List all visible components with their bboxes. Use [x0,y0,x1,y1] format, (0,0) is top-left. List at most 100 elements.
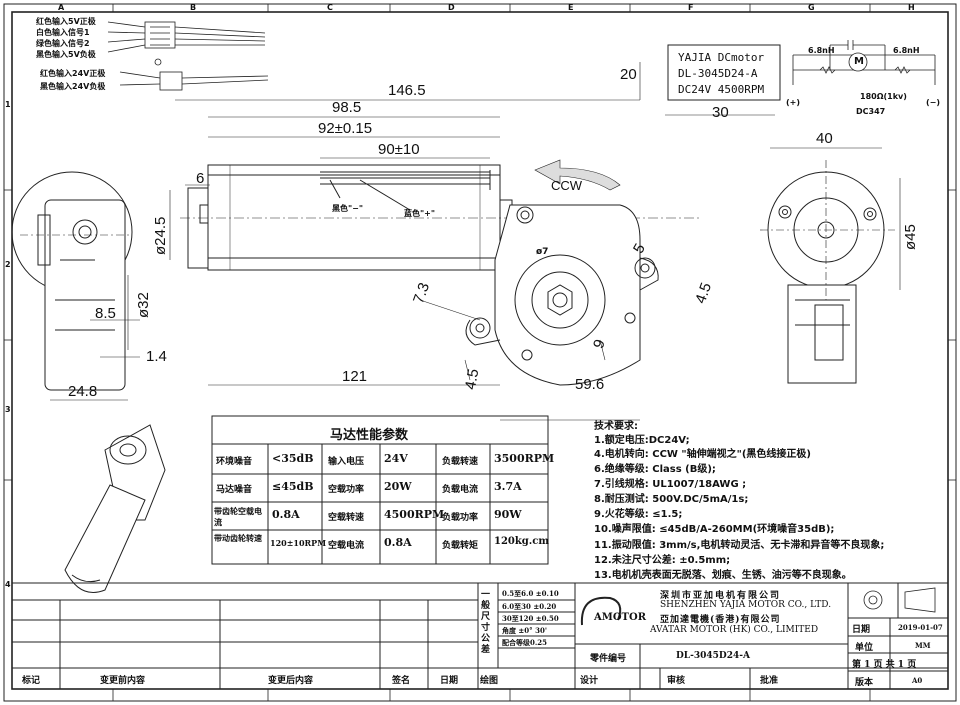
motor-symbol: M [854,56,864,67]
param-cell: 负载转矩 [442,541,479,551]
check-label: 审核 [667,676,686,686]
param-cell: 120kg.cm [494,536,549,547]
dim-label: 98.5 [332,99,362,116]
part-no-value: DL-3045D24-A [676,651,750,661]
wire-label: 绿色输入信号2 [36,39,90,48]
model-line: DL-3045D24-A [678,67,758,80]
tech-item: 13.电机机壳表面无脱落、划痕、生锈、油污等不良现象。 [594,570,852,581]
param-cell: 0.8A [384,536,412,549]
gearbox-view [465,159,659,386]
company-en: AVATAR MOTOR (HK) CO., LIMITED [650,625,819,635]
tech-item: 6.绝缘等级: Class (B级); [594,464,716,475]
tolerance-row: 0.5至6.0 ±0.10 [502,589,559,598]
right-end-view [760,160,895,384]
dim-label: ø7 [536,247,549,257]
circuit-label: (+) [786,98,801,107]
circuit-label: (−) [926,98,941,107]
col-letter: E [568,3,574,12]
dim-label: 8.5 [95,305,116,322]
param-cell: 空载功率 [328,485,365,495]
left-end-view [11,171,133,391]
param-cell: 环境噪音 [216,457,253,467]
param-cell: 马达噪音 [216,485,253,495]
company-cn: 亞加達電機(香港)有限公司 [660,615,781,625]
tech-item: 4.电机转向: CCW "轴伸端视之"(黑色线接正极) [594,449,811,460]
tech-item: 9.火花等级: ≤1.5; [594,509,683,520]
wire-label: 黑色输入24V负极 [40,82,106,91]
version-value: A0 [912,676,923,685]
dim-label: 6 [196,170,205,187]
rev-date-header: 日期 [440,676,459,686]
param-table-title: 马达性能参数 [330,428,409,443]
sheet-count: 第 1 页 共 1 页 [852,660,917,670]
model-line: DC24V 4500RPM [678,83,765,96]
param-cell: 24V [384,452,408,465]
tolerance-row: 角度 ±0° 30' [502,626,547,635]
circuit-label: 180Ω(1kv) [860,92,907,101]
rev-after-header: 变更后内容 [268,676,314,686]
tech-title: 技术要求: [594,421,638,432]
dim-label: 40 [816,130,833,147]
tolerance-row: 30至120 ±0.50 [502,614,559,623]
wire-note: 黑色"−" [332,204,364,213]
param-cell: 空载转速 [328,513,365,523]
tech-item: 8.耐压测试: 500V.DC/5mA/1s; [594,494,749,505]
dim-label: 20 [620,66,637,83]
date-label: 日期 [852,625,871,635]
rotation-label: CCW [551,178,583,193]
row-number: 3 [5,405,11,414]
approve-label: 批准 [760,676,779,686]
row-number: 1 [5,100,11,109]
dim-label: 146.5 [388,82,426,99]
circuit-schematic [792,40,936,85]
wire-harness [107,21,269,91]
param-cell: 负载功率 [442,513,479,523]
param-cell: 0.8A [272,508,300,521]
rev-mark-header: 标记 [22,676,41,686]
model-box-frame [667,44,781,101]
param-cell: 输入电压 [328,457,365,467]
col-letter: H [908,3,915,12]
row-number: 4 [5,580,11,589]
dim-label: ø45 [902,224,919,250]
title-block-grid [12,582,948,689]
wire-note: 蓝色"+" [404,209,436,218]
part-no-label: 零件编号 [590,654,627,664]
param-cell: <35dB [272,452,314,465]
circuit-label: 6.8nH [893,46,920,55]
company-cn: 深圳市亚加电机有限公司 [660,591,782,601]
tech-item: 7.引线规格: UL1007/18AWG ; [594,479,747,490]
wire-label: 黑色输入5V负极 [36,50,96,59]
motor-side-view [180,164,700,296]
dim-label: ø32 [135,292,152,318]
param-cell: 负载电流 [442,485,479,495]
drawn-label: 绘图 [480,676,499,686]
logo-mark [580,596,622,626]
wire-label: 红色输入24V正极 [40,69,106,78]
param-cell: 120±10RPM [270,538,327,548]
col-letter: G [808,3,815,12]
param-cell: 4500RPM [384,508,445,521]
version-label: 版本 [855,678,874,688]
param-cell: 空载电流 [328,541,365,551]
col-letter: F [688,3,694,12]
unit-value: MM [915,641,931,650]
dim-label: 30 [712,104,729,121]
param-cell: 3.7A [494,480,522,493]
param-cell: 负载转速 [442,457,479,467]
circuit-label: DC347 [856,107,886,116]
design-label: 设计 [580,676,599,686]
dim-label: 121 [342,368,368,385]
dim-label: 59.6 [575,376,605,393]
dim-label: 1.4 [146,348,167,365]
date-value: 2019-01-07 [898,623,943,632]
tech-item: 1.额定电压:DC24V; [594,435,690,446]
unit-label: 单位 [855,643,874,653]
company-en: SHENZHEN YAJIA MOTOR CO., LTD. [660,600,832,610]
col-letter: C [327,3,333,12]
param-cell: ≤45dB [272,480,314,493]
drawing-frame [3,3,957,702]
circuit-label: 6.8nH [808,46,835,55]
col-letter: B [190,3,197,12]
